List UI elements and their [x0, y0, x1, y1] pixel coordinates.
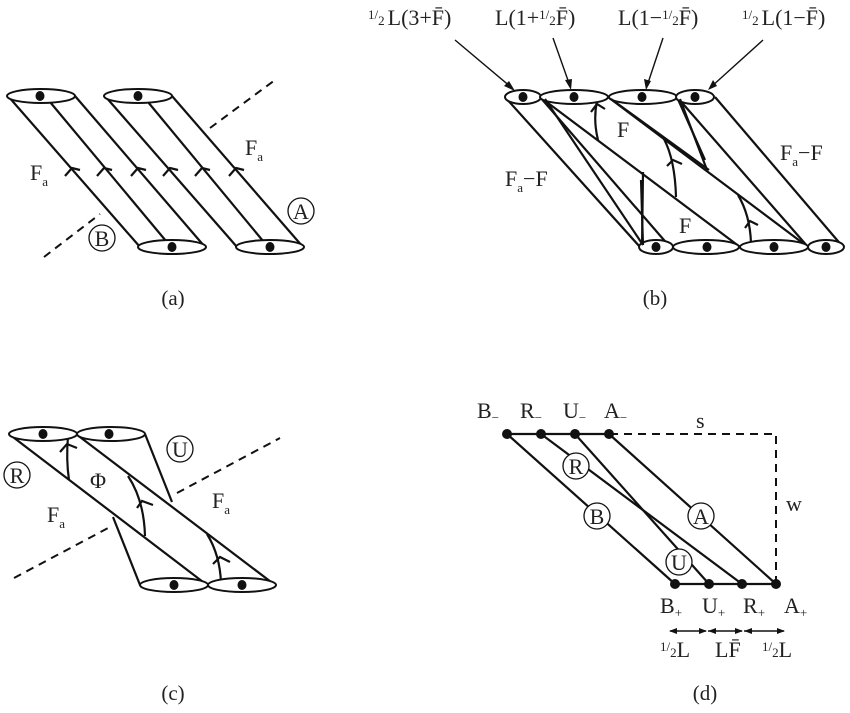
point-label-r-minus: R− — [520, 398, 542, 425]
c-flux-left: Fa — [47, 502, 65, 531]
c-flux-curve-3 — [206, 533, 223, 584]
ribbon-u-label: U — [172, 437, 188, 462]
c-flux-curve-1 — [66, 435, 71, 481]
b-edge — [714, 96, 844, 248]
ribbon-r-label: R — [569, 454, 584, 479]
caption-a: (a) — [161, 286, 184, 310]
panel-c: R U Φ Fa Fa (c) — [3, 426, 281, 705]
panel-d: B− R− U− A− s w R B A U B+ U+ R+ — [477, 398, 807, 705]
flux-arrow-3 — [744, 219, 759, 229]
c-edge — [8, 433, 208, 586]
ribbon-u-marker — [166, 435, 194, 463]
tube-a-edge-3 — [171, 95, 304, 248]
b-inner-flux-top: F — [617, 117, 629, 142]
pointer-arrows — [454, 37, 764, 91]
tube-b-edge-2 — [44, 95, 172, 248]
ribbon-b-label: B — [95, 226, 110, 251]
flux-label-left: Fa — [30, 160, 48, 189]
tube-a-bottom-dot — [265, 242, 275, 252]
point-label-u-plus: U+ — [702, 593, 725, 620]
tube-a-top-dot — [133, 91, 143, 101]
flux-label-right: Fa — [245, 135, 263, 164]
point-label-r-plus: R+ — [743, 593, 765, 620]
b-left-flux-label: Fa−F — [505, 166, 548, 195]
ribbon-b-marker — [88, 224, 116, 252]
flux-curve-3 — [737, 194, 753, 244]
top-label-2: L(1+1/2F̄) — [495, 5, 575, 30]
point-label-b-minus: B− — [477, 398, 499, 425]
s-label: s — [696, 408, 705, 433]
caption-d: (d) — [693, 681, 718, 705]
w-label: w — [786, 491, 802, 516]
point-label-b-plus: B+ — [660, 593, 682, 620]
ribbon-a-label: A — [293, 199, 309, 224]
c-edge — [75, 433, 276, 586]
spacing-arrows — [669, 628, 785, 634]
ribbon-r-marker — [3, 461, 31, 489]
phi-label: Φ — [90, 468, 106, 493]
flux-arrow-2 — [666, 158, 683, 167]
tube-b-edge-1 — [7, 95, 141, 248]
dashed-boundary-upper — [176, 437, 281, 494]
b-edge — [676, 96, 809, 248]
ribbon-u-label: U — [671, 550, 687, 575]
ribbon-b-label: B — [590, 504, 605, 529]
b-inner-flux-bottom: F — [679, 213, 691, 238]
point-label-a-minus: A− — [604, 398, 627, 425]
dashed-boundary-lower — [13, 526, 111, 579]
spacing-label-3: 1/2L — [762, 637, 792, 662]
ribbon-a-marker — [687, 502, 715, 530]
flux-arrows — [64, 166, 245, 177]
c-edge — [143, 433, 174, 503]
tube-b-top-dot — [35, 91, 45, 101]
c-edge — [111, 516, 142, 586]
b-edge — [504, 96, 641, 248]
b-right-flux-label: Fa−F — [780, 140, 823, 169]
ribbon-u-marker — [665, 548, 693, 576]
top-label-3: L(1−1/2F̄) — [618, 5, 698, 30]
ribbon-a-marker — [287, 197, 315, 225]
point-label-u-minus: U− — [563, 398, 586, 425]
spacing-label-2: LF̄ — [715, 637, 741, 662]
ribbon-a-label: A — [693, 504, 709, 529]
dashed-boundary-lower — [43, 213, 101, 258]
c-flux-arrow-2 — [136, 499, 154, 509]
point-label-a-plus: A+ — [784, 593, 807, 620]
flux-arrow-1 — [590, 102, 606, 113]
s-w-dashed-guide — [610, 433, 777, 584]
c-flux-arrow-1 — [59, 442, 78, 453]
tube-a-edge-2 — [142, 95, 269, 248]
ribbon-r-label: R — [10, 463, 25, 488]
ribbon-r-marker — [562, 452, 590, 480]
panel-a: Fa Fa A B (a) — [6, 79, 315, 310]
tube-b-edge-3 — [74, 95, 206, 248]
dashed-boundary-upper — [209, 79, 276, 129]
tube-b-bottom-dot — [167, 242, 177, 252]
tube-a-edge-1 — [104, 95, 238, 248]
ribbon-b-marker — [583, 502, 611, 530]
caption-b: (b) — [643, 286, 668, 310]
caption-c: (c) — [161, 681, 184, 705]
c-flux-arrow-3 — [212, 555, 231, 565]
spacing-label-1: 1/2L — [660, 637, 690, 662]
flux-curve-2 — [663, 138, 678, 198]
b-edge — [539, 96, 741, 248]
c-flux-right: Fa — [212, 488, 230, 517]
